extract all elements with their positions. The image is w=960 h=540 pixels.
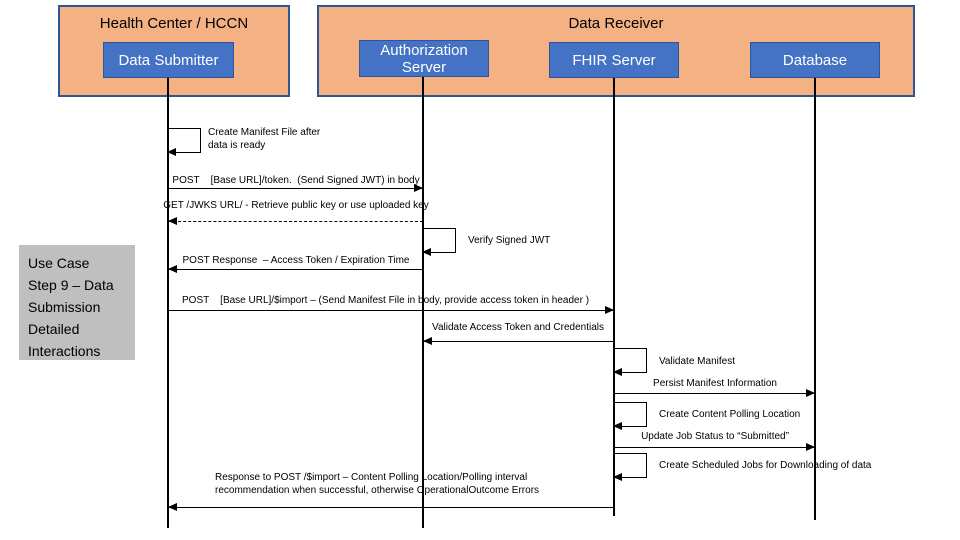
arrowhead (613, 473, 622, 481)
arrowhead (605, 306, 614, 314)
actor-fhir-server: FHIR Server (549, 42, 679, 78)
message-create-jobs: Create Scheduled Jobs for Downloading of… (659, 460, 872, 471)
arrow-update-status (614, 447, 815, 448)
arrow-post-token (168, 188, 423, 189)
arrow-persist-manifest (614, 393, 815, 394)
arrow-validate-token (423, 341, 614, 342)
arrowhead (423, 337, 432, 345)
message-post-response: POST Response – Access Token / Expiratio… (182, 255, 410, 266)
lifeline-database (814, 78, 816, 520)
arrowhead (806, 443, 815, 451)
arrow-post-response (168, 269, 423, 270)
arrowhead (414, 184, 423, 192)
arrowhead (167, 148, 176, 156)
actor-data-submitter: Data Submitter (103, 42, 234, 78)
message-import-response: Response to POST /$import – Content Poll… (215, 472, 540, 496)
lifeline-authorization-server (422, 77, 424, 528)
message-validate-manifest: Validate Manifest (659, 356, 735, 367)
message-validate-token: Validate Access Token and Credentials (432, 322, 604, 333)
lifeline-fhir-server (613, 78, 615, 516)
use-case-note: Use Case Step 9 – Data Submission Detail… (19, 245, 135, 360)
health-center-title: Health Center / HCCN (99, 15, 249, 32)
actor-authorization-server: Authorization Server (359, 40, 489, 77)
arrowhead (613, 422, 622, 430)
arrow-post-import (168, 310, 614, 311)
arrowhead (168, 503, 177, 511)
message-get-jwks: GET /JWKS URL/ - Retrieve public key or … (163, 200, 429, 211)
arrowhead (806, 389, 815, 397)
message-persist-manifest: Persist Manifest Information (653, 378, 777, 389)
arrow-import-response (168, 507, 614, 508)
arrowhead (168, 217, 177, 225)
arrowhead (613, 368, 622, 376)
lifeline-data-submitter (167, 78, 169, 528)
message-post-token: POST [Base URL]/token. (Send Signed JWT)… (172, 175, 420, 186)
message-verify-jwt: Verify Signed JWT (468, 235, 551, 246)
message-post-import: POST [Base URL]/$import – (Send Manifest… (182, 295, 590, 306)
arrow-get-jwks (168, 221, 423, 222)
message-create-manifest: Create Manifest File after data is ready (208, 127, 321, 151)
health-center-group-box: Health Center / HCCN (58, 5, 290, 97)
message-update-status: Update Job Status to “Submitted” (641, 431, 789, 442)
arrowhead (168, 265, 177, 273)
data-receiver-title: Data Receiver (568, 15, 664, 32)
arrowhead (422, 248, 431, 256)
message-create-polling: Create Content Polling Location (659, 409, 801, 420)
self-message-box-validate-manifest (614, 348, 647, 373)
actor-database: Database (750, 42, 880, 78)
